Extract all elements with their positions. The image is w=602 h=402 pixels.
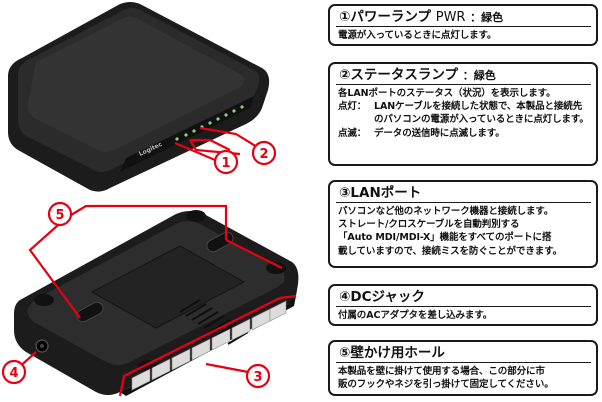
- wall-hook-hole: [76, 301, 104, 323]
- status-item-lit: 点灯： LANケーブルを接続した状態で、本製品と接続先のパソコンの電源が入ってい…: [338, 101, 589, 126]
- status-led-row: [184, 105, 244, 137]
- panel-dc-jack: ④DCジャック 付属のACアダプタを差し込みます。: [328, 284, 598, 326]
- svg-text:3: 3: [253, 370, 262, 385]
- panel-title: ②ステータスランプ ：緑色: [336, 67, 591, 85]
- rubber-foot: [34, 294, 54, 306]
- power-led: [175, 137, 179, 141]
- product-illustration: Logitec: [1, 2, 299, 397]
- device-top-view: Logitec: [8, 2, 270, 192]
- svg-text:2: 2: [259, 147, 268, 162]
- callout-badge-4: 4: [1, 359, 27, 385]
- callout-badge-5: 5: [47, 201, 73, 227]
- svg-text:5: 5: [55, 208, 64, 223]
- panel-title: ④DCジャック: [336, 289, 591, 307]
- callout-badge-2: 2: [251, 140, 277, 166]
- panel-power-lamp: ①パワーランプ PWR ：緑色 電源が入っているときに点灯します。: [328, 4, 598, 46]
- panel-status-lamp: ②ステータスランプ ：緑色 各LANポートのステータス（状況）を表示します。 点…: [328, 62, 598, 166]
- svg-text:4: 4: [9, 366, 18, 381]
- status-item-blink: 点滅： データの送信時に点滅します。: [338, 127, 505, 139]
- callout-badge-1: 1: [213, 149, 239, 175]
- lan-port-row: [131, 300, 287, 391]
- panel-body: 付属のACアダプタを差し込みます。: [338, 310, 493, 321]
- device-bottom-view: [14, 210, 299, 396]
- panel-title: ①パワーランプ PWR ：緑色: [336, 9, 591, 27]
- panel-wall-hook: ⑤壁かけ用ホール 本製品を壁に掛けて使用する場合、この部分に市 販のフックやネジ…: [328, 340, 598, 396]
- panel-title: ⑤壁かけ用ホール: [336, 345, 591, 363]
- panel-body: 各LANポートのステータス（状況）を表示します。 点灯： LANケーブルを接続し…: [338, 88, 589, 139]
- panel-lan-port: ③LANポート パソコンなど他のネットワーク機器と接続します。 ストレート/クロ…: [328, 180, 598, 268]
- panel-body: 本製品を壁に掛けて使用する場合、この部分に市 販のフックやネジを引っ掛けて固定し…: [338, 366, 554, 391]
- rubber-foot: [266, 262, 286, 274]
- callout-lines-bottom: [15, 204, 297, 397]
- panel-body: パソコンなど他のネットワーク機器と接続します。 ストレート/クロスケーブルを自動…: [338, 206, 562, 257]
- svg-text:1: 1: [221, 156, 230, 171]
- rubber-foot: [186, 210, 206, 222]
- panel-title: ③LANポート: [336, 185, 591, 203]
- panel-body: 電源が入っているときに点灯します。: [338, 30, 497, 41]
- callout-badge-3: 3: [245, 363, 271, 389]
